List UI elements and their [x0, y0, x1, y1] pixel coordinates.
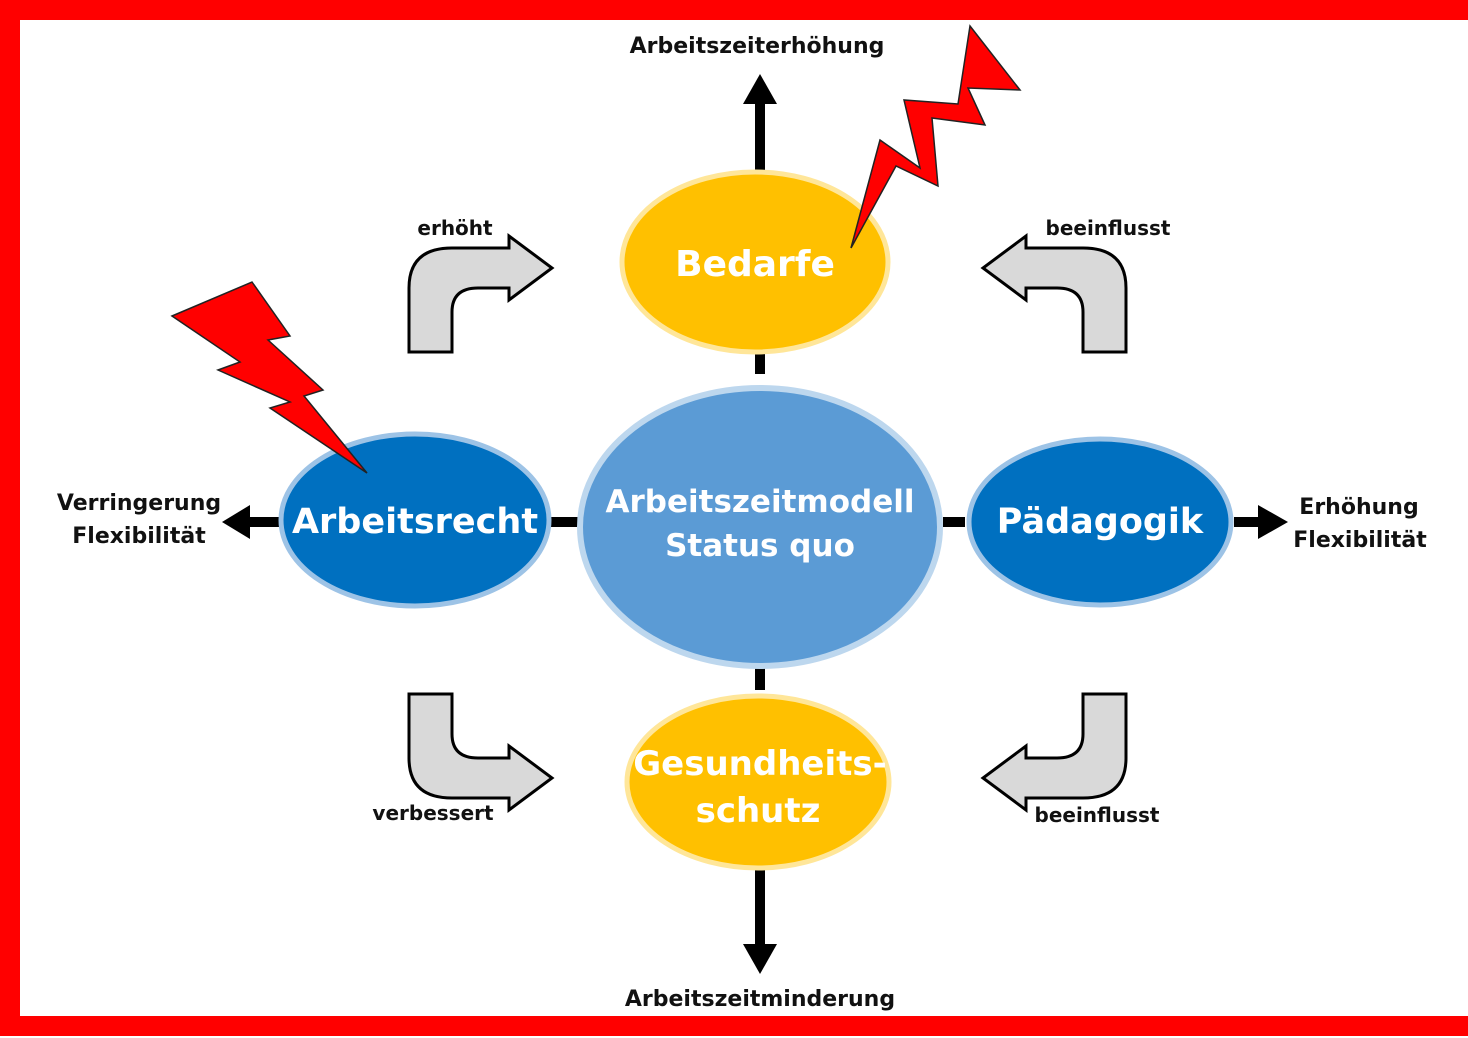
node-bedarfe-label: Bedarfe	[675, 244, 835, 285]
relation-bottom-left: verbessert	[372, 801, 494, 825]
lightning-icon-top	[850, 24, 1022, 249]
outcome-top-label: Arbeitszeiterhöhung	[630, 34, 885, 59]
lightning-bolts	[170, 24, 1022, 474]
node-gesundheitsschutz-line1: Gesundheits-	[633, 744, 886, 784]
outcome-labels: Arbeitszeiterhöhung Arbeitszeitminderung…	[57, 34, 1427, 1012]
outcome-bottom-label: Arbeitszeitminderung	[625, 987, 895, 1012]
curved-arrows	[407, 233, 1128, 813]
curved-arrow-icon-bottom-right	[980, 692, 1128, 813]
arrow-up-icon	[743, 74, 777, 184]
relation-bottom-right: beeinflusst	[1035, 803, 1160, 827]
node-arbeitsrecht: Arbeitsrecht	[278, 431, 552, 609]
center-title-line2: Status quo	[665, 528, 855, 564]
node-bedarfe: Bedarfe	[619, 169, 891, 355]
curved-arrow-icon-top-left	[407, 233, 555, 354]
node-paedagogik-label: Pädagogik	[997, 502, 1204, 542]
outcome-left-line1: Verringerung	[57, 491, 221, 516]
outcome-left-line2: Flexibilität	[72, 524, 206, 549]
connector-top	[755, 352, 765, 374]
curved-arrow-icon-bottom-left	[407, 692, 555, 813]
arrow-down-icon	[743, 868, 777, 974]
node-paedagogik: Pädagogik	[966, 436, 1234, 608]
relation-labels: erhöht beeinflusst verbessert beeinfluss…	[372, 216, 1170, 827]
arrow-right-icon	[1234, 505, 1288, 539]
connector-right	[943, 517, 965, 527]
node-arbeitsrecht-label: Arbeitsrecht	[292, 502, 538, 542]
relation-top-left: erhöht	[417, 216, 493, 240]
curved-arrow-icon-top-right	[980, 233, 1128, 354]
connector-left	[548, 517, 578, 527]
outcome-arrows	[222, 74, 1288, 974]
connector-bottom	[755, 666, 765, 690]
node-gesundheitsschutz: Gesundheits- schutz	[624, 693, 892, 871]
outcome-right-line1: Erhöhung	[1299, 495, 1418, 520]
connectors	[548, 352, 965, 690]
relation-top-right: beeinflusst	[1046, 216, 1171, 240]
lightning-icon-left	[170, 281, 368, 474]
center-title-line1: Arbeitszeitmodell	[606, 484, 915, 520]
node-gesundheitsschutz-line2: schutz	[696, 791, 821, 831]
arrow-left-icon	[222, 505, 280, 539]
outcome-right-line2: Flexibilität	[1293, 528, 1427, 553]
node-center: Arbeitszeitmodell Status quo	[577, 385, 943, 669]
